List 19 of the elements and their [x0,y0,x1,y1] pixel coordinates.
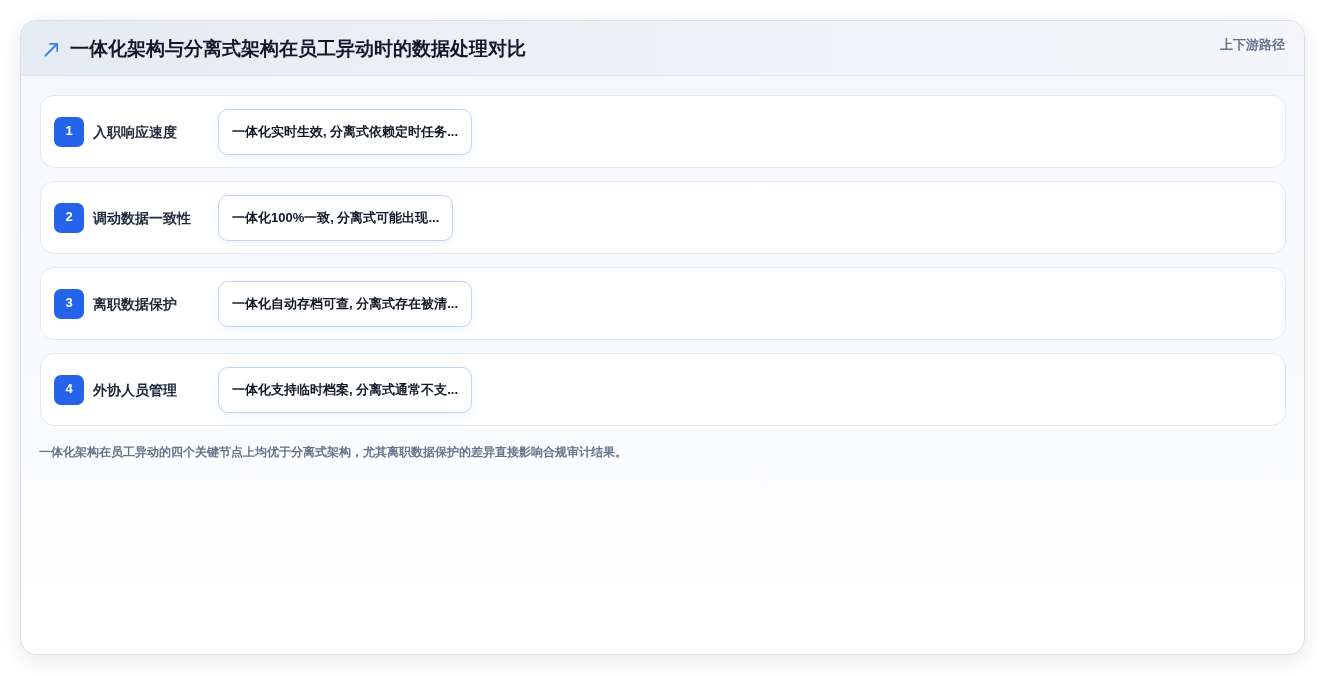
row-label: 外协人员管理 [93,381,177,400]
row-card [40,267,1286,340]
number-badge: 4 [54,375,84,405]
row-card [40,181,1286,254]
diagram-title: 一体化架构与分离式架构在员工异动时的数据处理对比 [70,37,526,61]
detail-box: 一体化自动存档可查, 分离式存在被清... [218,281,473,327]
number-badge: 2 [54,203,84,233]
number-badge: 3 [54,289,84,319]
detail-box: 一体化100%一致, 分离式可能出现... [218,195,454,241]
detail-box: 一体化实时生效, 分离式依赖定时任务... [218,109,473,155]
row-label: 入职响应速度 [93,123,177,142]
number-badge: 1 [54,117,84,147]
row-card [40,353,1286,426]
row-label: 调动数据一致性 [93,209,191,228]
detail-box: 一体化支持临时档案, 分离式通常不支... [218,367,473,413]
header-note: 上下游路径 [1220,36,1285,54]
row-label: 离职数据保护 [93,295,177,314]
caption-text: 一体化架构在员工异动的四个关键节点上均优于分离式架构，尤其离职数据保护的差异直接影响合规审计结果。 [39,444,627,461]
row-card [40,95,1286,168]
